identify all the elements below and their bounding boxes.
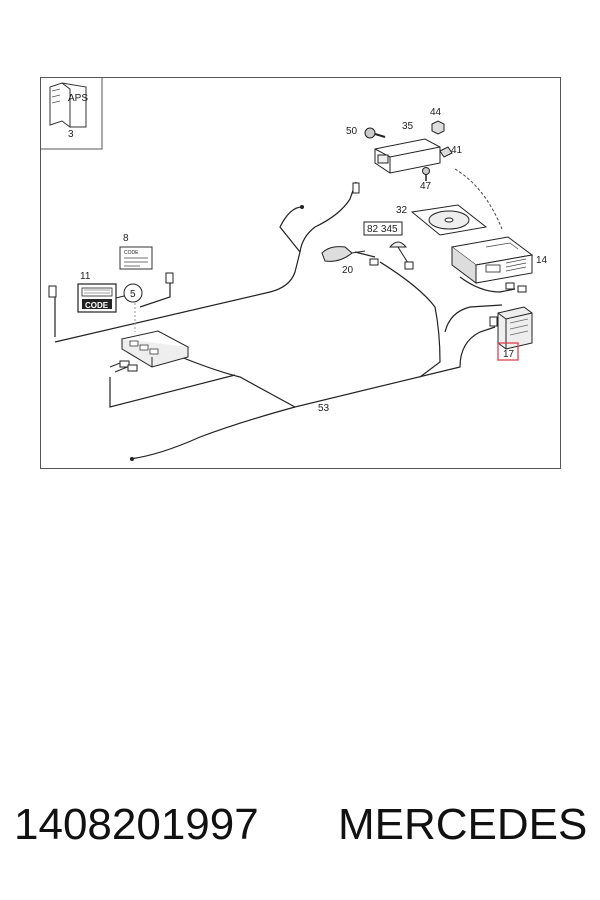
callout-8: 8	[123, 233, 129, 244]
manual-icon-box: APS 3	[40, 77, 103, 150]
callout-32: 32	[396, 205, 408, 216]
callout-3: 3	[68, 129, 74, 140]
label-card-text: CODE	[124, 250, 139, 256]
wiring-diagram: APS 3 CODE 8 CO	[40, 77, 548, 461]
antenna-82345: 82 345	[363, 221, 414, 270]
callout-82345: 82 345	[367, 224, 398, 235]
callout-14: 14	[536, 255, 548, 266]
callout-53: 53	[318, 403, 330, 414]
brand-name: MERCEDES	[338, 800, 588, 849]
control-unit-5	[109, 330, 190, 373]
callout-17: 17	[503, 349, 515, 360]
nut-44	[431, 120, 445, 135]
wire-end-bottom	[130, 457, 134, 461]
callout-11: 11	[80, 271, 91, 282]
wire-end-top	[300, 205, 304, 209]
callout-44: 44	[430, 107, 442, 118]
sensor-20	[321, 246, 379, 266]
screw-47	[422, 167, 430, 181]
callout-41: 41	[451, 145, 463, 156]
callout-20: 20	[342, 265, 354, 276]
manual-icon-text: APS	[68, 93, 88, 104]
connector-left-plug	[48, 285, 57, 298]
callout-circle-5: 5	[115, 283, 143, 303]
callout-50: 50	[346, 126, 358, 137]
wiring-harness-53	[54, 181, 516, 460]
code-badge-text: CODE	[85, 301, 109, 310]
connector-mid-plug	[165, 272, 174, 284]
part-number: 1408201997	[14, 800, 259, 849]
callout-47: 47	[420, 181, 432, 192]
footer: 1408201997 MERCEDES	[0, 800, 600, 860]
highlight-box-17	[497, 342, 519, 361]
bracket-35	[374, 138, 441, 174]
cd-changer-plugs	[505, 282, 527, 293]
clip-41	[439, 146, 453, 158]
cd-disc-32	[410, 204, 488, 236]
connector-top-plug	[352, 182, 360, 194]
manual-book-icon	[49, 82, 87, 128]
cd-changer-14	[450, 236, 534, 284]
callout-35: 35	[402, 121, 414, 132]
callout-5: 5	[130, 289, 136, 300]
code-badge-11: CODE	[77, 283, 117, 313]
screw-50	[364, 127, 386, 139]
label-card-8: CODE	[119, 246, 153, 270]
